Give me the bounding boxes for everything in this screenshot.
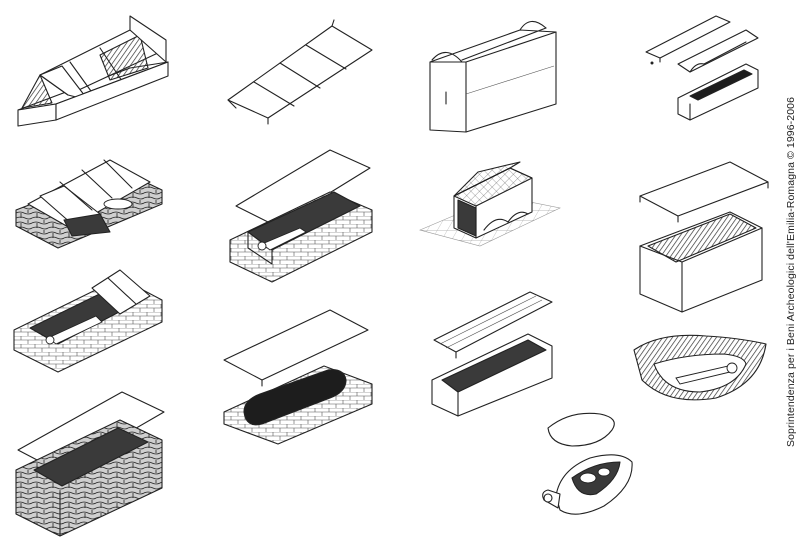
gabled-lid-coffin	[429, 20, 557, 133]
brick-tile-tomb-partial	[13, 269, 163, 373]
brick-tomb-dark-coffin	[223, 309, 373, 445]
tomb-types-plate	[13, 15, 769, 537]
brick-cist-open	[229, 149, 373, 283]
pit-grave	[633, 334, 767, 401]
gabled-roof-tiles	[227, 19, 373, 125]
amphora-burial	[542, 412, 633, 515]
exploded-box-tomb	[645, 15, 759, 121]
stone-chest-lid-raised	[639, 161, 769, 313]
tile-gabled-tomb	[17, 15, 169, 127]
house-urn-on-grid	[419, 161, 561, 247]
tile-tomb-stone-base	[15, 159, 163, 249]
stone-box-slab-lid	[15, 391, 165, 537]
credit-text: Soprintendenza per i Beni Archeologici d…	[785, 96, 797, 447]
plank-coffin	[431, 291, 553, 417]
copyright-credit: Soprintendenza per i Beni Archeologici d…	[782, 0, 800, 543]
